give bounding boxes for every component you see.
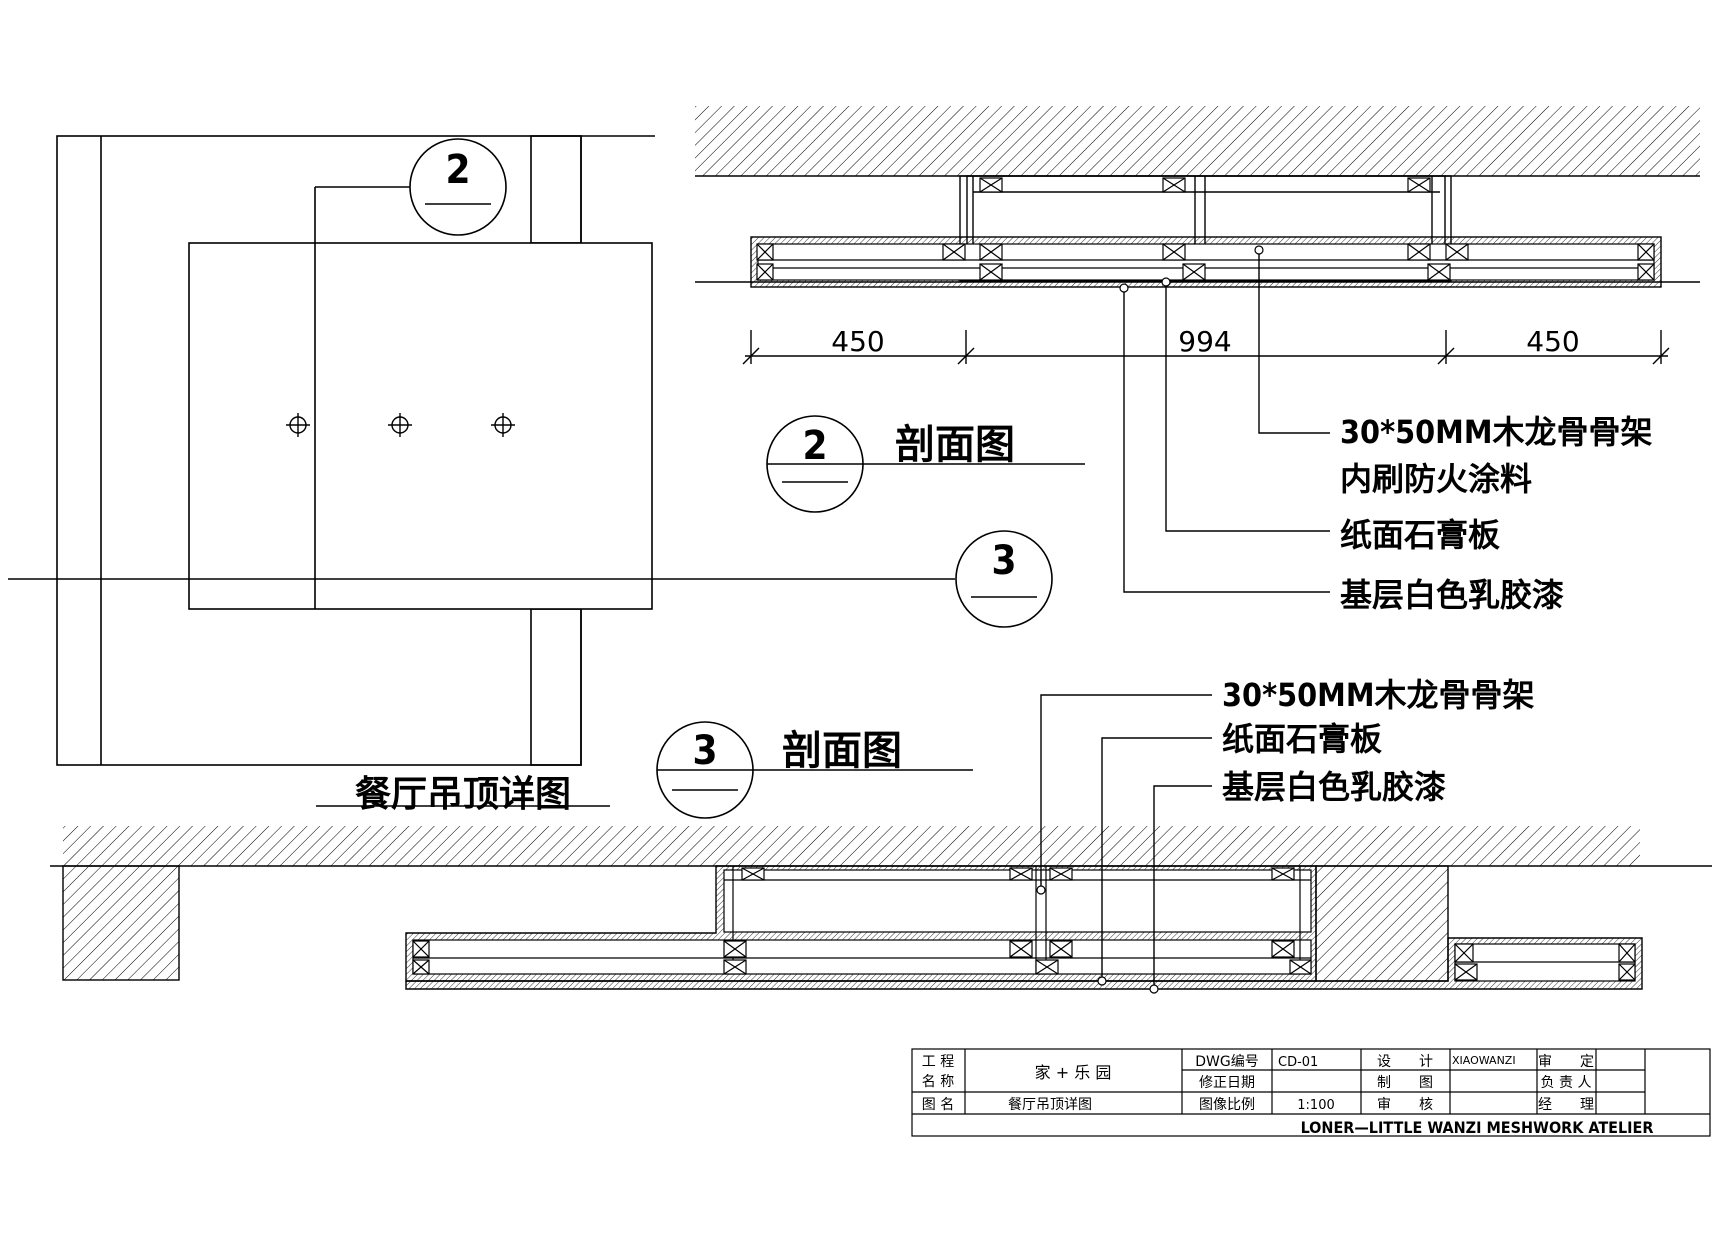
- tb-manager-label: 经 理: [1538, 1097, 1594, 1113]
- section-2-leaders: [1123, 250, 1330, 593]
- tb-drawing-name: 餐厅吊顶详图: [1008, 1097, 1092, 1113]
- section-3-slab: [63, 826, 1640, 866]
- plan-section-marker-2: 2: [409, 138, 507, 236]
- ceiling-plan: [8, 135, 955, 766]
- tb-design-label: 设 计: [1377, 1054, 1433, 1070]
- downlight-icon: [388, 413, 412, 437]
- section-3-beam-right: [1315, 865, 1449, 982]
- section-3-number: 3: [692, 728, 717, 774]
- plan-wall-column-top: [530, 135, 582, 244]
- section-2-callout-gypsum: 纸面石膏板: [1340, 516, 1500, 554]
- tb-scale: 1:100: [1297, 1098, 1334, 1113]
- plan-title: 餐厅吊顶详图: [355, 774, 571, 815]
- section-3-callout-paint: 基层白色乳胶漆: [1222, 768, 1446, 806]
- section-2-callout-paint: 基层白色乳胶漆: [1340, 576, 1564, 614]
- tb-designer: XIAOWANZI: [1452, 1054, 1516, 1067]
- tb-project-label-1: 工 程: [922, 1054, 954, 1070]
- section-3-title: 剖面图: [782, 728, 902, 774]
- tb-project-name: 家 + 乐 园: [1035, 1063, 1112, 1082]
- tb-studio: LONER—LITTLE WANZI MESHWORK ATELIER: [1301, 1118, 1654, 1137]
- tb-scale-label: 图像比例: [1199, 1097, 1255, 1113]
- tb-dwg-no: CD-01: [1278, 1055, 1318, 1070]
- dimension-left: 450: [831, 325, 884, 358]
- section-2-callout-batten: 30*50MM木龙骨骨架: [1340, 413, 1653, 451]
- plan-marker-2-number: 2: [445, 147, 470, 193]
- section-2-dimensions: [742, 330, 1670, 365]
- section-3-drawing: [50, 826, 1712, 990]
- plan-section-marker-3: 3: [955, 530, 1053, 628]
- section-2-slab: [695, 106, 1700, 176]
- section-3-callout-batten: 30*50MM木龙骨骨架: [1222, 676, 1535, 714]
- title-block: [911, 1048, 1711, 1137]
- tb-project-label-2: 名 称: [922, 1074, 954, 1090]
- tb-drafting-label: 制 图: [1377, 1075, 1433, 1091]
- dimension-center: 994: [1178, 325, 1231, 358]
- downlight-icon: [491, 413, 515, 437]
- section-3-marker: 3: [656, 721, 973, 819]
- tb-revision-label: 修正日期: [1199, 1075, 1255, 1091]
- tb-review-label: 审 核: [1377, 1097, 1433, 1113]
- section-3-leaders: [1040, 694, 1212, 989]
- plan-marker-3-number: 3: [991, 538, 1016, 584]
- section-2-drawing: [695, 106, 1700, 288]
- tb-dwg-no-label: DWG编号: [1195, 1054, 1258, 1070]
- tb-charge-label: 负 责 人: [1541, 1075, 1592, 1091]
- downlight-icon: [286, 413, 310, 437]
- section-2-marker: 2: [766, 415, 1085, 513]
- section-2-title: 剖面图: [895, 422, 1015, 468]
- tb-approve-label: 审 定: [1538, 1054, 1594, 1070]
- tb-drawing-label: 图 名: [922, 1097, 954, 1113]
- section-3-beam-left: [62, 865, 180, 981]
- dimension-right: 450: [1526, 325, 1579, 358]
- section-3-callout-gypsum: 纸面石膏板: [1222, 720, 1382, 758]
- section-2-number: 2: [802, 423, 827, 469]
- plan-wall-column-bottom: [530, 608, 582, 766]
- plan-ceiling-panel: [188, 242, 653, 610]
- section-2-callout-fireproof: 内刷防火涂料: [1340, 460, 1532, 498]
- plan-downlights: [286, 413, 515, 437]
